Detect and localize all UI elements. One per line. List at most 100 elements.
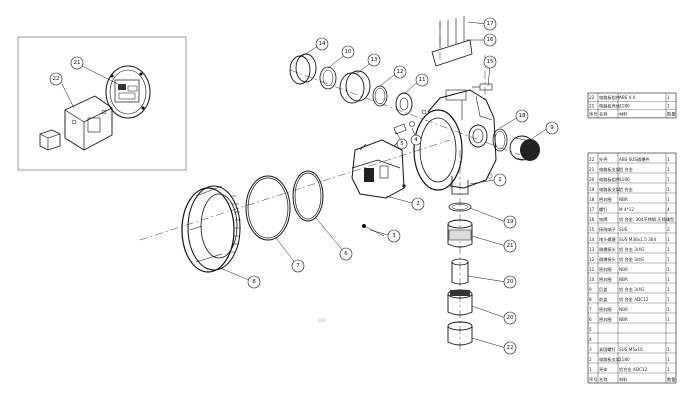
bom-cell-qty: 1 <box>667 367 670 372</box>
svg-text:20: 20 <box>507 315 514 321</box>
svg-text:12: 12 <box>397 69 404 75</box>
bom-cell-no: 20 <box>589 177 595 182</box>
callout-20b: 20 <box>503 311 517 325</box>
callout-21: 21 <box>503 239 517 253</box>
bom-cell-name: 隔爆接头 <box>599 246 616 253</box>
callout-10: 10 <box>341 45 355 59</box>
bom-cell-qty: 1 <box>667 177 670 182</box>
cable-gland-stack <box>289 53 413 116</box>
set-screw-dot <box>402 184 406 188</box>
bom-cell-no: 11 <box>589 267 595 272</box>
bom-cell-material: 1180 <box>619 103 630 108</box>
bom-cell-material: SUS M5x10 <box>619 347 643 352</box>
bom-cell-name: 电路板支架 <box>599 356 620 363</box>
bom-cell-material: 铝合金 ADC12 <box>619 366 648 373</box>
callout-20a: 20 <box>503 275 517 289</box>
bom-cell-qty: 1 <box>667 217 670 222</box>
bom-cell-name: 铭牌 <box>599 216 607 223</box>
bom-cell-material: 1180 <box>619 177 630 182</box>
callout-5: 5 <box>396 138 408 150</box>
bom-cell-name: 螺钉 <box>599 206 608 213</box>
bom-cell-no: 21 <box>589 103 595 108</box>
bom-cell-no: 14 <box>589 237 595 242</box>
callout-16: 16 <box>483 33 497 47</box>
bom-cell-name: 密封圈 <box>599 276 612 283</box>
bom-cell-name: 名称 <box>599 376 607 383</box>
inset-terminal-block <box>39 129 61 151</box>
nameplate <box>431 16 473 67</box>
callout-13: 13 <box>367 53 381 67</box>
bom-cell-material: 铝 合金 ADC12 <box>619 296 649 303</box>
callout-11: 11 <box>415 73 429 87</box>
callout-15: 15 <box>483 55 497 69</box>
bom-cell-qty: 1 <box>667 103 670 108</box>
bom-cell-no: 4 <box>589 337 592 342</box>
bom-cell-no: 9 <box>589 287 592 292</box>
callout-12: 12 <box>393 65 407 79</box>
bom-cell-material: 铝 合金 <box>619 186 634 193</box>
callout-18: 18 <box>515 109 529 123</box>
inset-bracket <box>64 95 113 151</box>
bom-cell-qty: 1 <box>667 277 670 282</box>
svg-text:20: 20 <box>507 279 514 285</box>
bom-cell-name: 名称 <box>599 111 607 118</box>
bom-cell-material: SUS <box>619 227 628 232</box>
bom-cell-no: 16 <box>589 217 595 222</box>
bom-cell-material: 1180 <box>619 357 630 362</box>
bom-cell-no: 19 <box>589 187 595 192</box>
bom-cell-name: 堵头螺塞 <box>599 236 617 243</box>
svg-text:13: 13 <box>371 57 378 63</box>
svg-text:11: 11 <box>419 77 426 83</box>
inset-callout-21-label: 21 <box>74 60 81 66</box>
svg-text:19: 19 <box>507 219 514 225</box>
bom-cell-no: 12 <box>589 257 595 262</box>
bom-cell-qty: 1 <box>667 347 670 352</box>
bom-cell-material: 铝 合金, 304不锈钢 压铸成型 <box>619 216 674 223</box>
inset-callout-21 <box>70 56 84 70</box>
bom-cell-material: 铝 合金 3/4G <box>619 246 644 253</box>
svg-text:22: 22 <box>507 345 514 351</box>
bom-cell-material: NBR <box>619 307 628 312</box>
bom-cell-no: 15 <box>589 227 595 232</box>
bom-cell-qty: 1 <box>667 237 670 242</box>
bom-cell-qty: 数量 <box>667 376 675 383</box>
svg-text:8: 8 <box>252 279 256 285</box>
bom-cell-material: ABS V-0 <box>619 95 636 100</box>
bottom-gland-20 <box>447 289 473 316</box>
bom-cell-material: SUS M36x1.5 304 <box>619 237 656 242</box>
bottom-adapter-21 <box>447 219 473 248</box>
bom-cell-material: NBR <box>619 277 628 282</box>
bom-cell-qty: 1 <box>667 187 670 192</box>
inset-callout-22-label: 22 <box>53 76 60 82</box>
bom-cell-no: 3 <box>589 347 592 352</box>
svg-text:2: 2 <box>416 201 420 207</box>
o-ring-7 <box>245 175 291 241</box>
bom-cell-name: 接线端子 <box>599 226 616 233</box>
svg-text:1: 1 <box>498 177 502 183</box>
bom-cell-no: 22 <box>589 157 595 162</box>
callout-4: 4 <box>410 134 422 146</box>
rear-seal-18 <box>492 128 508 152</box>
bom-cell-material: NBR <box>619 197 628 202</box>
bom-border <box>587 92 677 119</box>
bom-cell-material: 材料 <box>619 111 628 118</box>
svg-text:16: 16 <box>487 37 494 43</box>
bom-cell-name: 后盖 <box>599 286 607 293</box>
svg-text:18: 18 <box>519 113 526 119</box>
bom-cell-name: 隔爆接头 <box>599 256 616 263</box>
bom-cell-no: 6 <box>589 317 592 322</box>
inset-detail-view: 22 21 <box>17 36 187 171</box>
main-housing <box>413 89 497 195</box>
bom-cell-qty: 1 <box>667 157 670 162</box>
bom-cell-material: 铝 合金 <box>619 166 634 173</box>
faint-watermark: 图纸 <box>318 317 326 323</box>
bom-cell-no: 1 <box>589 367 592 372</box>
svg-text:3: 3 <box>392 233 396 239</box>
inset-circuit-board <box>105 65 151 119</box>
bom-cell-no: 5 <box>589 327 592 332</box>
center-lines <box>139 20 521 350</box>
bom-cell-name: 密封圈 <box>599 266 612 273</box>
bom-cell-no: 10 <box>589 277 595 282</box>
